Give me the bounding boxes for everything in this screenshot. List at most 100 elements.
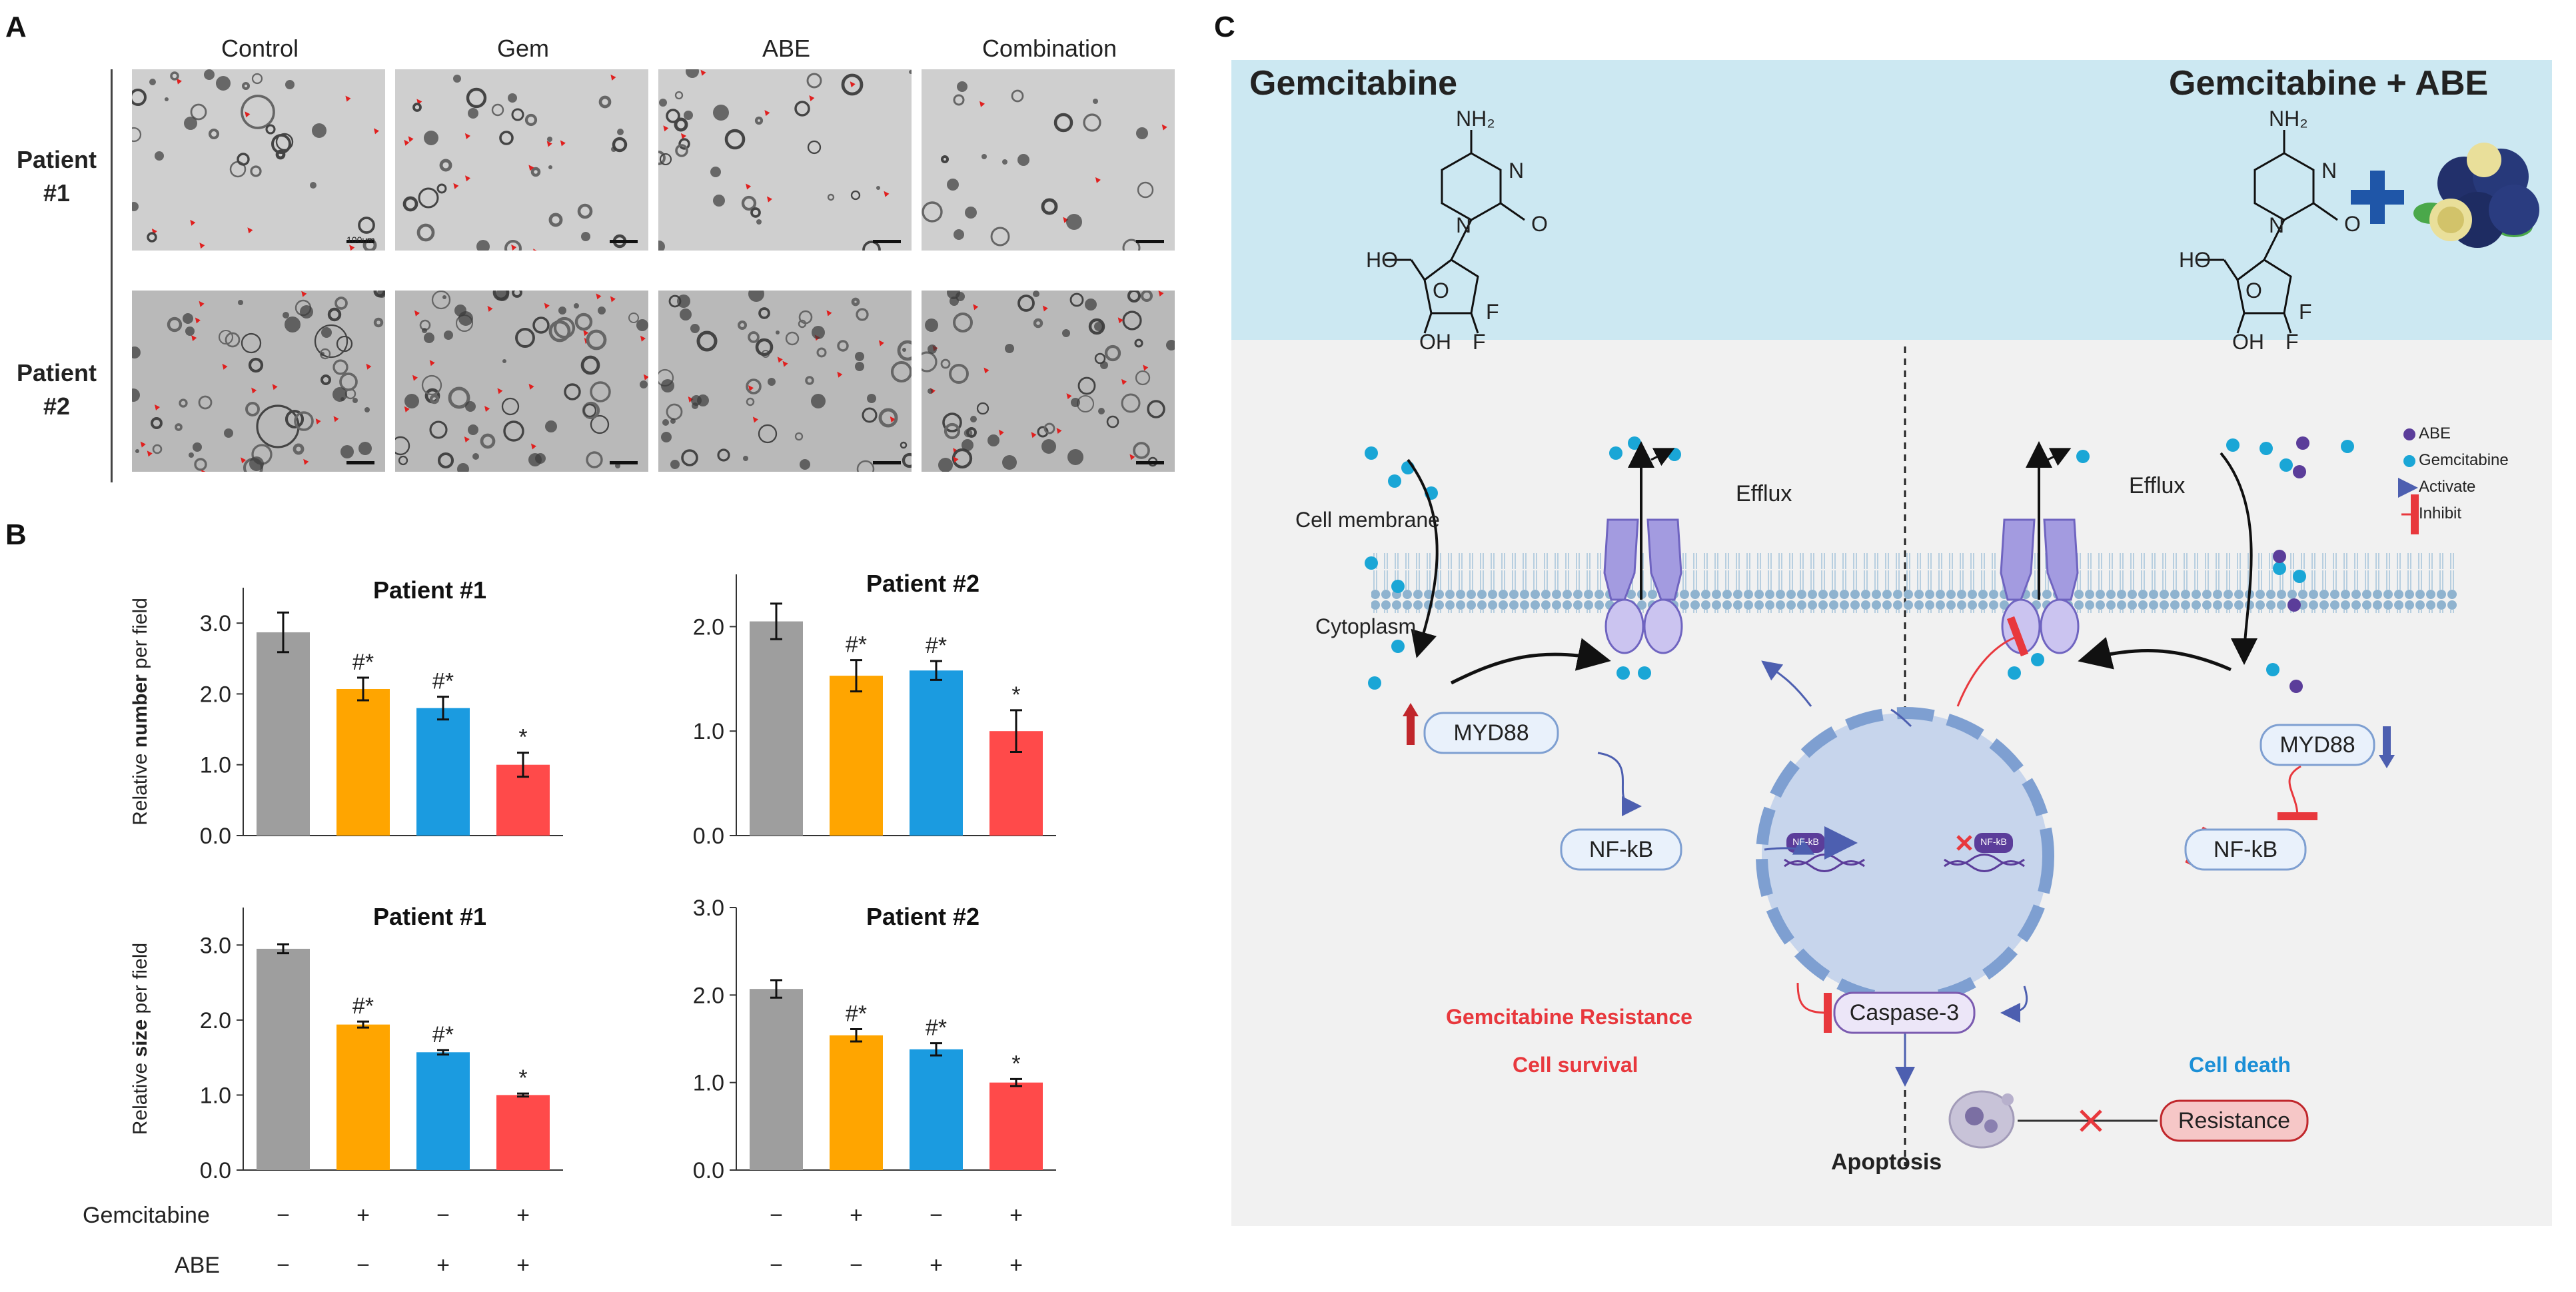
molecule-left-f1: F	[1473, 330, 1486, 354]
caspase-label: Caspase-3	[1849, 1000, 1960, 1025]
micrograph-patient-1-combination	[922, 69, 1175, 251]
significance-annotation: #*	[846, 1001, 867, 1027]
molecule-right-n1: N	[2321, 159, 2337, 183]
chart-title: Patient #2	[866, 903, 979, 930]
nucleus	[1756, 707, 2054, 1005]
significance-annotation: #*	[352, 650, 374, 675]
row-header-patient-2: Patient #2	[7, 356, 107, 423]
gemcitabine-sign: +	[356, 1203, 370, 1228]
abe-dots	[2273, 436, 2309, 693]
y-axis-label: Relative number per field	[129, 598, 151, 826]
y-tick-label: 1.0	[200, 753, 231, 778]
y-tick-label: 3.0	[200, 611, 231, 636]
bar-abe	[416, 1052, 470, 1170]
significance-annotation: #*	[846, 632, 867, 658]
y-tick-label: 2.0	[693, 614, 724, 640]
condition-label-abe: ABE	[175, 1253, 221, 1278]
efflux-small-arrow-right	[2047, 448, 2072, 466]
y-tick-label: 0.0	[200, 824, 231, 849]
significance-annotation: *	[1011, 682, 1020, 708]
top-band	[1231, 60, 2552, 340]
molecule-left-n1: N	[1509, 159, 1525, 183]
scale-bar	[873, 240, 901, 243]
row-header-patient-2-line2: #2	[43, 392, 71, 420]
y-tick-label: 1.0	[693, 719, 724, 744]
chart-title: Patient #1	[373, 576, 486, 604]
bar-gem	[830, 676, 883, 836]
row-header-patient-1-line1: Patient	[16, 146, 97, 173]
bar-abe	[416, 708, 470, 836]
row-divider-line	[111, 69, 113, 482]
efflux-label-right: Efflux	[2129, 473, 2186, 498]
nucleus-inhibit-transporter	[1956, 616, 2029, 707]
myd88-to-nfkb-arrow	[1597, 752, 1642, 816]
apoptosis-label: Apoptosis	[1831, 1149, 1942, 1175]
gemcitabine-molecule-right	[2198, 130, 2338, 334]
bar-gem	[830, 1035, 883, 1170]
bar-abe	[910, 670, 963, 836]
abe-sign: +	[930, 1253, 943, 1278]
resistance-label: Resistance	[2178, 1108, 2291, 1133]
caspase-box	[1833, 991, 1976, 1034]
significance-annotation: *	[518, 725, 527, 750]
nfkb-label-right: NF-kB	[2213, 837, 2278, 862]
abe-sign: +	[516, 1253, 530, 1278]
y-tick-label: 2.0	[200, 1008, 231, 1033]
scale-bar	[610, 240, 638, 243]
nfkb-label-left: NF-kB	[1589, 837, 1654, 862]
panel-letter-a: A	[5, 11, 27, 43]
y-tick-label: 0.0	[693, 1158, 724, 1183]
nfkb-small-label-right: NF-kB	[1980, 836, 2007, 847]
abe-sign: −	[277, 1253, 290, 1278]
molecule-left-nh2: NH₂	[1456, 107, 1495, 131]
legend-gemcitabine-label: Gemcitabine	[2419, 451, 2509, 469]
nfkb-to-nucleus-arrow	[1764, 836, 1815, 855]
y-tick-label: 2.0	[693, 983, 724, 1008]
panel-letter-b: B	[5, 518, 27, 551]
influx-arrow-left	[1407, 458, 1439, 658]
significance-annotation: #*	[926, 633, 947, 658]
molecule-right-o2: O	[2246, 279, 2262, 303]
nfkb-small-label-left: NF-kB	[1792, 836, 1819, 847]
cytoplasm-label: Cytoplasm	[1315, 614, 1417, 638]
y-tick-label: 3.0	[693, 896, 724, 921]
scale-bar	[610, 461, 638, 464]
column-header-combination: Combination	[981, 35, 1117, 62]
mechanism-diagram	[1231, 60, 2552, 1226]
efflux-transporter-left	[1603, 518, 1683, 654]
molecule-left-n2: N	[1456, 213, 1472, 237]
myd88-label-left: MYD88	[1453, 720, 1529, 746]
significance-annotation: *	[1011, 1051, 1020, 1076]
molecule-right-f2: F	[2299, 300, 2312, 324]
nucleus-to-transporter-arrow	[1761, 660, 1812, 707]
gemcitabine-sign: −	[277, 1203, 290, 1228]
myd88-box-left	[1423, 712, 1559, 754]
column-header-gem: Gem	[496, 35, 549, 62]
gemcitabine-molecule-left	[1385, 130, 1525, 334]
molecule-left-o2: O	[1433, 279, 1449, 303]
significance-annotation: #*	[432, 669, 454, 694]
scale-bar	[873, 461, 901, 464]
myd88-inhibit-nfkb	[2277, 765, 2318, 821]
resistance-box	[2160, 1099, 2309, 1142]
to-transporter-arrow-left	[1450, 638, 1611, 685]
bar-abe	[910, 1049, 963, 1170]
molecule-left-ho: HO	[1366, 248, 1398, 272]
legend-inhibit-label: Inhibit	[2419, 504, 2462, 522]
up-arrow-icon	[1403, 703, 1419, 745]
plus-icon	[2351, 171, 2404, 224]
nucleus-up-arrow	[1890, 708, 1912, 728]
bar-control	[257, 948, 310, 1170]
gemcitabine-sign: +	[516, 1203, 530, 1228]
molecule-right-f1: F	[2285, 330, 2299, 354]
micrograph-patient-2-gem	[395, 291, 648, 472]
myd88-box-right	[2259, 724, 2375, 766]
efflux-small-arrow-left	[1650, 448, 1675, 466]
bar-control	[750, 621, 803, 836]
gemcitabine-sign: +	[1009, 1203, 1023, 1228]
y-tick-label: 3.0	[200, 933, 231, 958]
molecule-right-n2: N	[2269, 213, 2285, 237]
column-header-abe: ABE	[762, 35, 811, 62]
molecule-left-f2: F	[1486, 300, 1499, 324]
